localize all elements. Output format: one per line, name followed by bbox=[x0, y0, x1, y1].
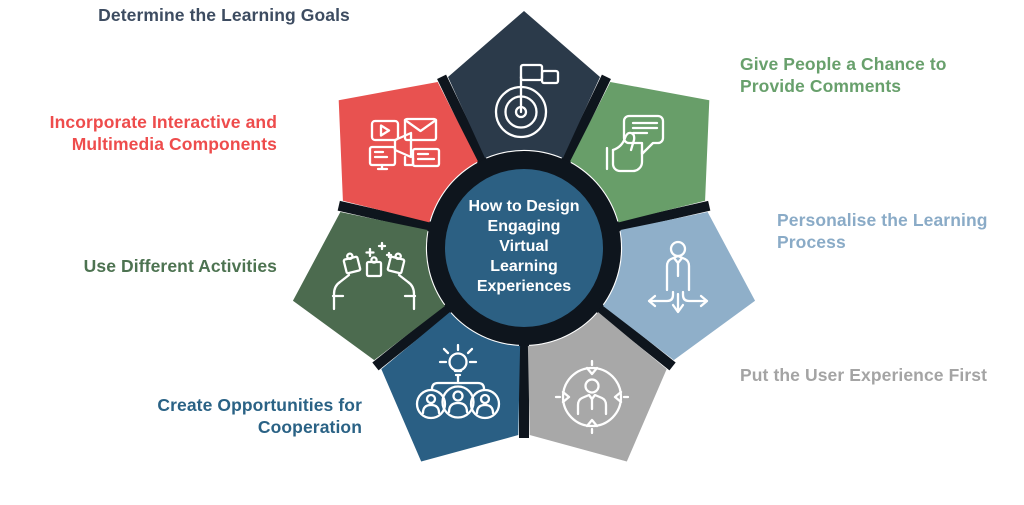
label-line: Use Different Activities bbox=[83, 256, 277, 276]
center-title-line: Virtual bbox=[499, 238, 549, 255]
center-title-line: How to Design bbox=[468, 198, 580, 215]
multimedia-icon bbox=[368, 117, 441, 171]
label-line: Give People a Chance to bbox=[740, 54, 947, 74]
puzzle-hands-icon bbox=[331, 241, 417, 311]
label-line: Put the User Experience First bbox=[740, 365, 988, 385]
petal-determine-learning-goals bbox=[448, 11, 600, 158]
petal-icons bbox=[331, 63, 709, 435]
label-give-people-comments: Give People a Chance to Provide Comments bbox=[740, 54, 1012, 97]
team-idea-icon bbox=[415, 343, 501, 420]
person-paths-icon bbox=[647, 240, 709, 314]
petal-incorporate-multimedia bbox=[338, 81, 478, 223]
hand-comment-icon bbox=[605, 114, 665, 173]
center-title-line: Experiences bbox=[476, 278, 572, 295]
label-create-cooperation: Create Opportunities for Cooperation bbox=[100, 395, 362, 438]
label-line: Process bbox=[777, 231, 846, 252]
center-circle bbox=[445, 169, 603, 327]
label-line: Determine the Learning Goals bbox=[98, 5, 350, 25]
label-line: Multimedia Components bbox=[71, 133, 277, 154]
petal-use-different-activities bbox=[292, 211, 445, 361]
petals bbox=[292, 11, 756, 462]
label-user-experience-first: Put the User Experience First bbox=[740, 365, 1022, 387]
petal-give-people-comments bbox=[570, 81, 710, 223]
petal-user-experience-first bbox=[527, 312, 667, 462]
label-determine-learning-goals: Determine the Learning Goals bbox=[58, 5, 390, 27]
label-line: Personalise the Learning bbox=[777, 210, 988, 230]
label-line: Create Opportunities for bbox=[157, 395, 362, 415]
center-title: How to Design Engaging Virtual Learning … bbox=[442, 197, 606, 297]
center-title-line: Learning bbox=[490, 258, 558, 275]
target-flag-icon bbox=[494, 63, 560, 139]
petal-personalise-learning bbox=[603, 211, 756, 361]
center-title-line: Engaging bbox=[487, 218, 561, 235]
label-line: Provide Comments bbox=[740, 75, 902, 96]
label-line: Cooperation bbox=[257, 416, 362, 437]
user-focus-icon bbox=[554, 359, 630, 435]
label-use-different-activities: Use Different Activities bbox=[19, 256, 277, 278]
label-personalise-learning: Personalise the Learning Process bbox=[777, 210, 1017, 253]
petal-create-cooperation bbox=[381, 312, 521, 462]
label-incorporate-multimedia: Incorporate Interactive and Multimedia C… bbox=[19, 112, 277, 155]
label-line: Incorporate Interactive and bbox=[49, 112, 277, 132]
